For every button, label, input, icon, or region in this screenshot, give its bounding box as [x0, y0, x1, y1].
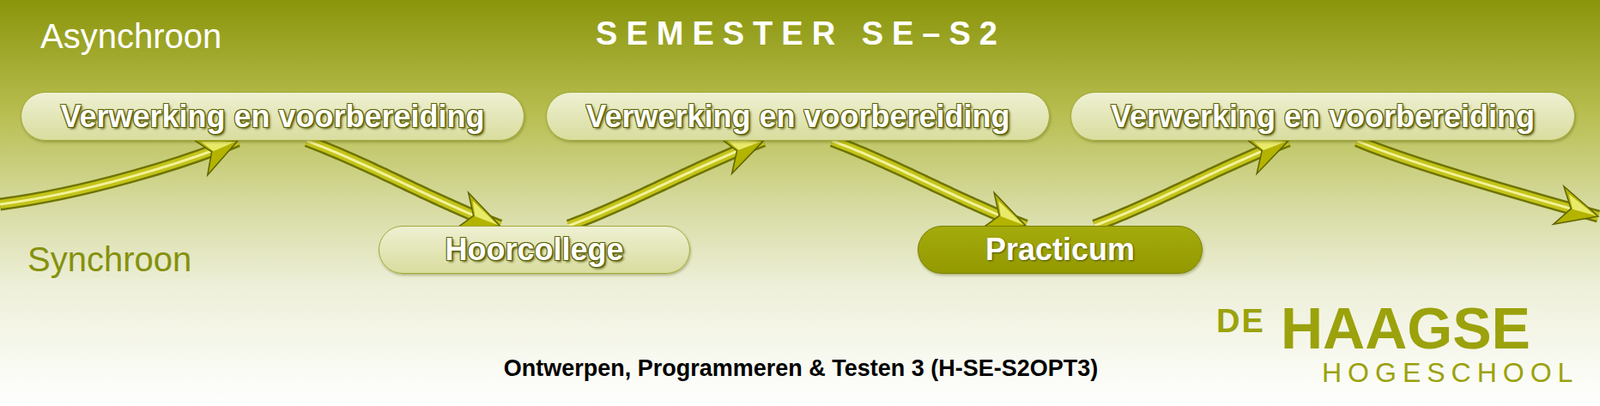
box-label: Practicum: [985, 231, 1135, 267]
synchronous-box: Practicum: [917, 225, 1203, 274]
synchronous-box: Hoorcollege: [378, 225, 691, 274]
asynchronous-box: Verwerking en voorbereiding: [1070, 91, 1576, 141]
asynchronous-box: Verwerking en voorbereiding: [545, 91, 1050, 141]
arrow-head: [1553, 186, 1600, 236]
logo-text: HAAGSE: [1280, 294, 1531, 362]
lane-label: Asynchroon: [40, 16, 222, 56]
lane-label: Synchroon: [27, 239, 192, 279]
course-caption: Ontwerpen, Programmeren & Testen 3 (H-SE…: [503, 355, 1099, 382]
box-label: Verwerking en voorbereiding: [60, 98, 485, 134]
timeline-lead-out: [1357, 140, 1600, 236]
box-label: Hoorcollege: [444, 231, 624, 267]
logo-text: HOGESCHOOL: [1321, 357, 1579, 389]
logo-text: DE: [1216, 303, 1266, 341]
asynchronous-box: Verwerking en voorbereiding: [20, 91, 525, 141]
box-label: Verwerking en voorbereiding: [1110, 98, 1535, 134]
box-label: Verwerking en voorbereiding: [585, 98, 1010, 134]
diagram-title: SEMESTER SE–S2: [595, 15, 1007, 54]
